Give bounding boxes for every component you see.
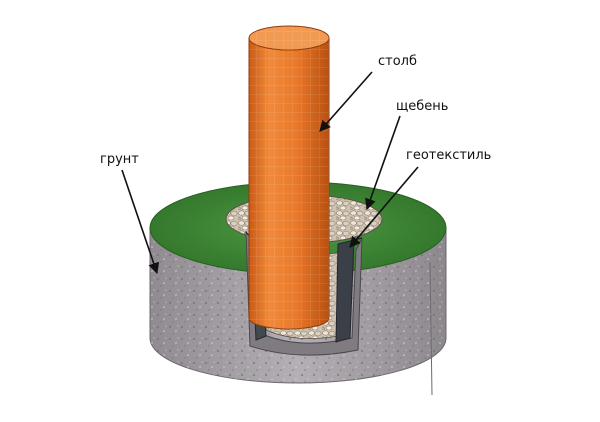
geotextile-liner (335, 239, 355, 343)
soil-arrow (121, 169, 160, 275)
geotextile-label: геотекстиль (406, 148, 492, 163)
geotextile-arrow (349, 166, 419, 248)
gravel-arrow (365, 115, 401, 211)
post-arrow (319, 71, 373, 132)
soil-label: грунт (100, 152, 139, 167)
post-label: столб (378, 54, 417, 69)
gravel-label: щебень (396, 99, 449, 114)
